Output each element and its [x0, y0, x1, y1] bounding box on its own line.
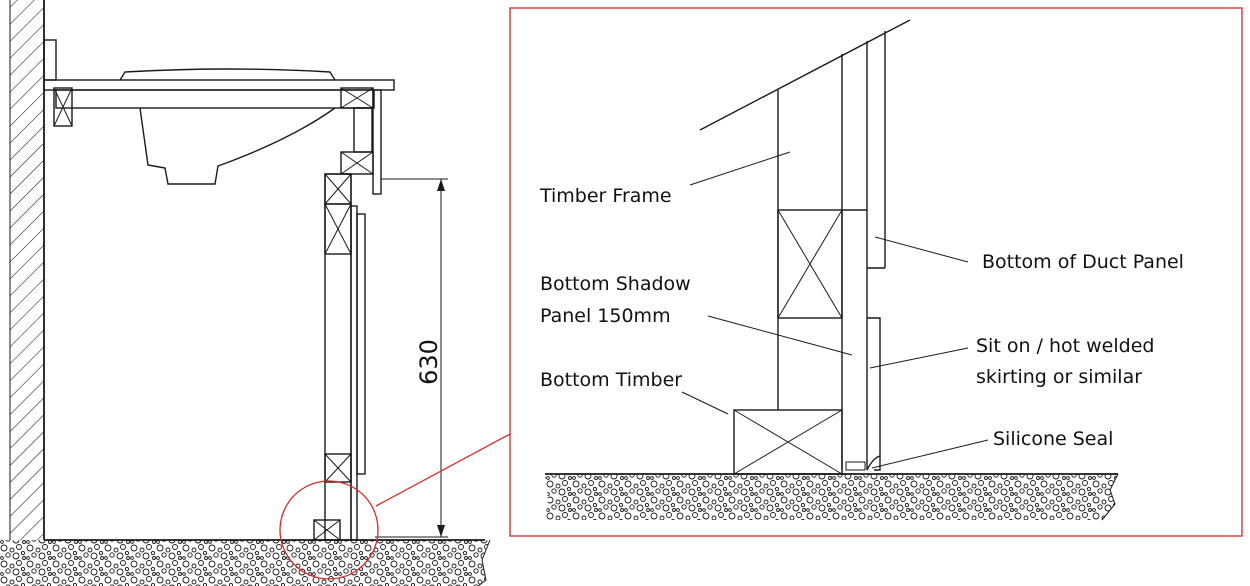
frame-timber-block	[777, 209, 867, 319]
height-dimension: 630	[375, 178, 448, 538]
duct-wall	[313, 173, 366, 541]
label-shadow-panel-line2: Panel 150mm	[540, 305, 671, 327]
vanity-frame	[340, 87, 382, 195]
detail-callout-circle	[279, 480, 379, 580]
floor-slab	[0, 539, 491, 586]
label-timber-frame: Timber Frame	[539, 185, 672, 207]
callout-leader	[375, 433, 511, 507]
detail-view: Timber Frame Bottom of Duct Panel Bottom…	[509, 7, 1243, 537]
wall-bracket	[43, 39, 57, 81]
bottom-timber-block	[733, 409, 843, 475]
countertop	[43, 79, 395, 127]
label-skirting-line1: Sit on / hot welded	[976, 335, 1154, 357]
wash-basin	[119, 68, 336, 185]
detail-floor-slab	[545, 473, 1119, 521]
leader-lines	[681, 151, 989, 469]
detail-frame	[509, 7, 1243, 537]
left-section-view: 630	[0, 0, 511, 586]
dimension-value: 630	[415, 339, 443, 385]
label-bottom-duct-panel: Bottom of Duct Panel	[982, 251, 1184, 273]
label-bottom-timber: Bottom Timber	[540, 369, 682, 391]
label-silicone-seal: Silicone Seal	[993, 428, 1113, 450]
wall-hatch	[9, 0, 45, 540]
label-skirting-line2: skirting or similar	[976, 366, 1142, 388]
label-shadow-panel-line1: Bottom Shadow	[540, 273, 691, 295]
